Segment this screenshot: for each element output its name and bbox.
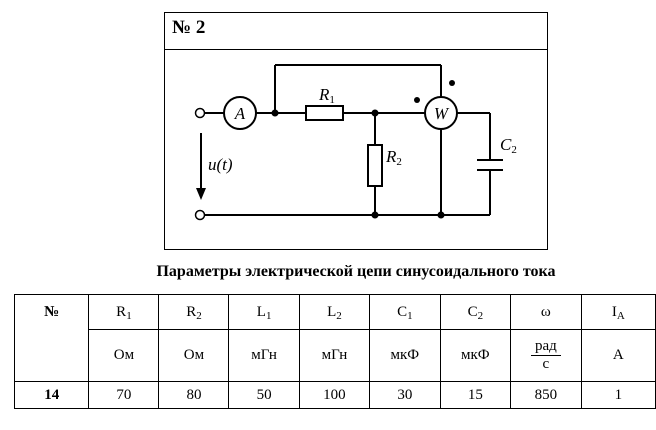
value-cell: 70	[88, 381, 160, 409]
wattmeter-icon	[424, 96, 458, 130]
omega-unit-fraction: рад с	[530, 338, 561, 373]
junction-dot	[371, 211, 379, 219]
value-cell: 850	[510, 381, 582, 409]
junction-dot	[371, 109, 379, 117]
unit-cell: мкФ	[369, 329, 441, 382]
value-cell: 100	[298, 381, 371, 409]
ammeter-label: A	[234, 104, 246, 123]
unit-cell: мкФ	[439, 329, 512, 382]
value-cell: 80	[158, 381, 230, 409]
unit-cell-omega: рад с	[510, 329, 582, 382]
column-header-number: №	[13, 294, 90, 382]
r1-label: R1	[318, 85, 335, 106]
r2-label: R2	[385, 147, 402, 168]
column-header-c2: C2	[439, 294, 512, 330]
c2-label: C2	[500, 135, 517, 156]
unit-cell: мГн	[298, 329, 371, 382]
problem-box: № 2	[164, 12, 548, 250]
junction-dot	[271, 109, 279, 117]
value-cell: 15	[439, 381, 512, 409]
parameters-table: № R1 R2 L1 L2 C1 C2 ω IA Ом Ом мГн мГн м…	[13, 294, 656, 409]
column-header-r1: R1	[88, 294, 160, 330]
polarity-dot	[414, 97, 420, 103]
value-cell: 50	[228, 381, 300, 409]
arrow-head-icon	[196, 188, 206, 200]
resistor-r1	[305, 105, 344, 121]
junction-dot	[437, 211, 445, 219]
terminal	[194, 107, 206, 119]
circuit-diagram: A W R1 R2 C2 u(t)	[194, 64, 517, 221]
value-cell: 1	[580, 381, 656, 409]
table-header-row: № R1 R2 L1 L2 C1 C2 ω IA	[13, 294, 656, 382]
source-label: u(t)	[208, 155, 233, 174]
unit-cell: А	[580, 329, 656, 382]
row-number: 14	[13, 381, 90, 409]
column-header-c1: C1	[369, 294, 441, 330]
wattmeter-label: W	[434, 104, 450, 123]
column-header-ia: IA	[580, 294, 656, 330]
problem-number: № 2	[165, 13, 547, 50]
table-units-row: Ом Ом мГн мГн мкФ мкФ рад с А	[15, 329, 656, 382]
unit-cell: мГн	[228, 329, 300, 382]
column-header-l1: L1	[228, 294, 300, 330]
column-header-l2: L2	[298, 294, 371, 330]
value-cell: 30	[369, 381, 441, 409]
unit-cell: Ом	[88, 329, 160, 382]
ammeter-icon	[223, 96, 257, 130]
table-row: 14 70 80 50 100 30 15 850 1	[13, 381, 656, 409]
terminal	[194, 209, 206, 221]
resistor-r2	[367, 144, 383, 187]
polarity-dot	[449, 80, 455, 86]
unit-cell: Ом	[158, 329, 230, 382]
parameters-title: Параметры электрической цепи синусоидаль…	[156, 263, 556, 280]
column-header-r2: R2	[158, 294, 230, 330]
column-header-omega: ω	[510, 294, 582, 330]
